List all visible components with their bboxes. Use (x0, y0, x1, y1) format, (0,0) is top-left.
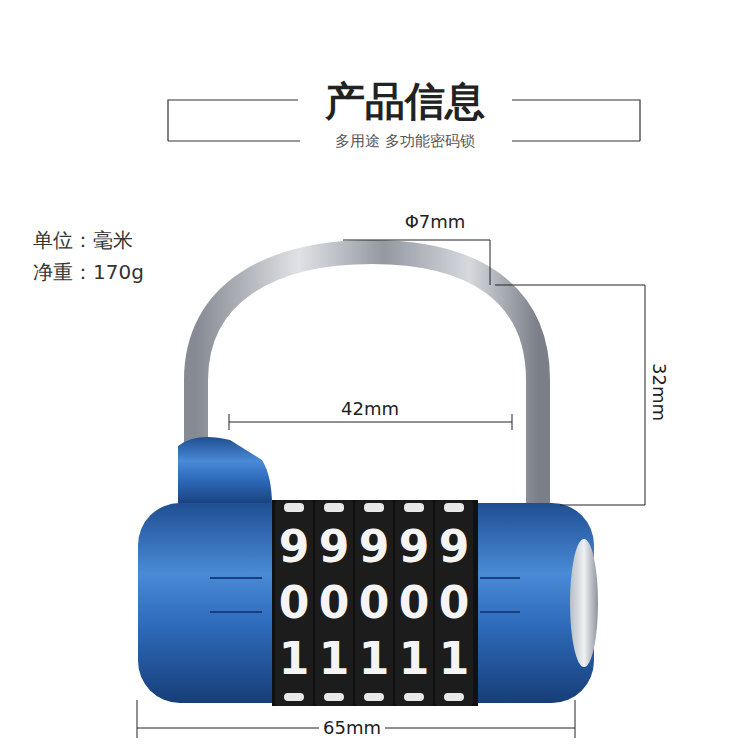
panel-title: 产品信息 (321, 79, 489, 123)
dial-digit: 9 (279, 523, 310, 571)
dial-digit: 0 (279, 579, 310, 627)
end-cap (570, 539, 598, 667)
dimension-label: 65mm (319, 718, 385, 738)
dial-digit: 1 (439, 635, 470, 683)
lock-body (138, 503, 594, 703)
dimension-label: 32mm (649, 363, 669, 421)
dial-digit: 0 (399, 579, 430, 627)
dial-digit: 9 (319, 523, 350, 571)
dial-wheels (272, 500, 478, 706)
weight-note: 净重：170g (33, 261, 144, 283)
dimension-label: 42mm (341, 399, 399, 419)
dimension-lines (137, 240, 645, 738)
dial-digit: 0 (359, 579, 390, 627)
dial-digit: 1 (279, 635, 310, 683)
dial-digit: 9 (439, 523, 470, 571)
dimension-label: Φ7mm (405, 212, 466, 232)
dial-digit: 9 (359, 523, 390, 571)
lock-neck (178, 437, 272, 506)
dial-digit: 0 (439, 579, 470, 627)
dial-digit: 1 (399, 635, 430, 683)
unit-note: 单位：毫米 (33, 229, 133, 251)
dial-digit: 1 (319, 635, 350, 683)
dial-digit: 0 (319, 579, 350, 627)
dial-digit: 9 (399, 523, 430, 571)
subtitle: 多用途 多功能密码锁 (331, 133, 479, 150)
dial-digit: 1 (359, 635, 390, 683)
